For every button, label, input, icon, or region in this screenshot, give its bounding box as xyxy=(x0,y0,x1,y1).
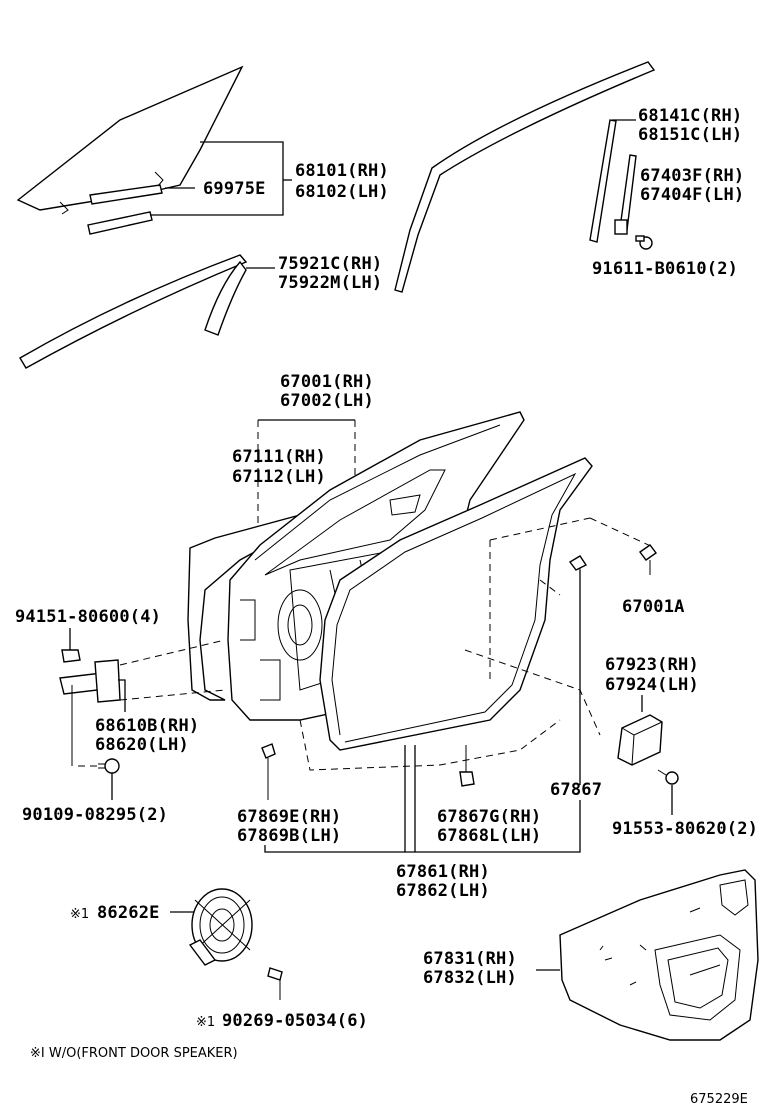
clip-67867 xyxy=(568,555,588,571)
label-68102: 68102(LH) xyxy=(295,182,389,202)
label-67924: 67924(LH) xyxy=(605,675,699,695)
label-67869e: 67869E(RH) xyxy=(237,807,341,827)
mark-86262e: ※1 xyxy=(70,907,89,922)
label-67868l: 67868L(LH) xyxy=(437,826,541,846)
nut-94151 xyxy=(61,649,81,663)
label-67861: 67861(RH) xyxy=(396,862,490,882)
label-67867: 67867 xyxy=(550,780,602,800)
speaker xyxy=(188,888,253,966)
label-68610b: 68610B(RH) xyxy=(95,716,199,736)
label-67404f: 67404F(LH) xyxy=(640,185,744,205)
door-glass xyxy=(16,65,244,235)
label-68151c: 68151C(LH) xyxy=(638,125,742,145)
clip-67869e xyxy=(261,743,276,800)
label-90269: 90269-05034(6) xyxy=(222,1011,368,1031)
label-75921c: 75921C(RH) xyxy=(278,254,382,274)
cover-67923 xyxy=(617,714,663,766)
door-weatherstrip xyxy=(319,457,593,751)
bracket-67861 xyxy=(264,745,581,853)
label-91553: 91553-80620(2) xyxy=(612,819,758,839)
label-68141c: 68141C(RH) xyxy=(638,106,742,126)
check-dash-1 xyxy=(119,639,226,666)
label-68101: 68101(RH) xyxy=(295,161,389,181)
division-bar xyxy=(589,119,637,243)
label-67403f: 67403F(RH) xyxy=(640,166,744,186)
label-75922m: 75922M(LH) xyxy=(278,273,382,293)
label-67862: 67862(LH) xyxy=(396,881,490,901)
bolt-91553 xyxy=(657,769,679,785)
label-67111: 67111(RH) xyxy=(232,447,326,467)
bolt-90109 xyxy=(98,758,120,774)
screw-91611 xyxy=(635,235,653,250)
diagram-id: 675229E xyxy=(690,1092,748,1107)
clip-67001a xyxy=(639,544,657,575)
label-69975e: 69975E xyxy=(203,179,266,199)
door-trim-panel xyxy=(559,869,759,1041)
label-67869b: 67869B(LH) xyxy=(237,826,341,846)
footnote: ※I W/O(FRONT DOOR SPEAKER) xyxy=(30,1046,238,1061)
label-67832: 67832(LH) xyxy=(423,968,517,988)
label-67867g: 67867G(RH) xyxy=(437,807,541,827)
label-68620: 68620(LH) xyxy=(95,735,189,755)
label-86262e: 86262E xyxy=(97,903,160,923)
door-check xyxy=(59,659,121,766)
door-panel-labels-bracket xyxy=(257,419,356,528)
label-67001a: 67001A xyxy=(622,597,685,617)
label-67923: 67923(RH) xyxy=(605,655,699,675)
upper-weatherstrip xyxy=(19,254,248,369)
label-94151: 94151-80600(4) xyxy=(15,607,161,627)
check-dash-2 xyxy=(119,689,226,701)
clip-67867g xyxy=(459,745,475,787)
mark-90269: ※1 xyxy=(196,1015,215,1030)
screw-90269 xyxy=(267,967,283,1000)
glass-leader-lines xyxy=(150,141,292,216)
label-90109: 90109-08295(2) xyxy=(22,805,168,825)
label-67001: 67001(RH) xyxy=(280,372,374,392)
label-67002: 67002(LH) xyxy=(280,391,374,411)
label-91611: 91611-B0610(2) xyxy=(592,259,738,279)
leader-68610 xyxy=(118,679,126,712)
label-67831: 67831(RH) xyxy=(423,949,517,969)
frame-molding xyxy=(394,61,656,293)
label-67112: 67112(LH) xyxy=(232,467,326,487)
